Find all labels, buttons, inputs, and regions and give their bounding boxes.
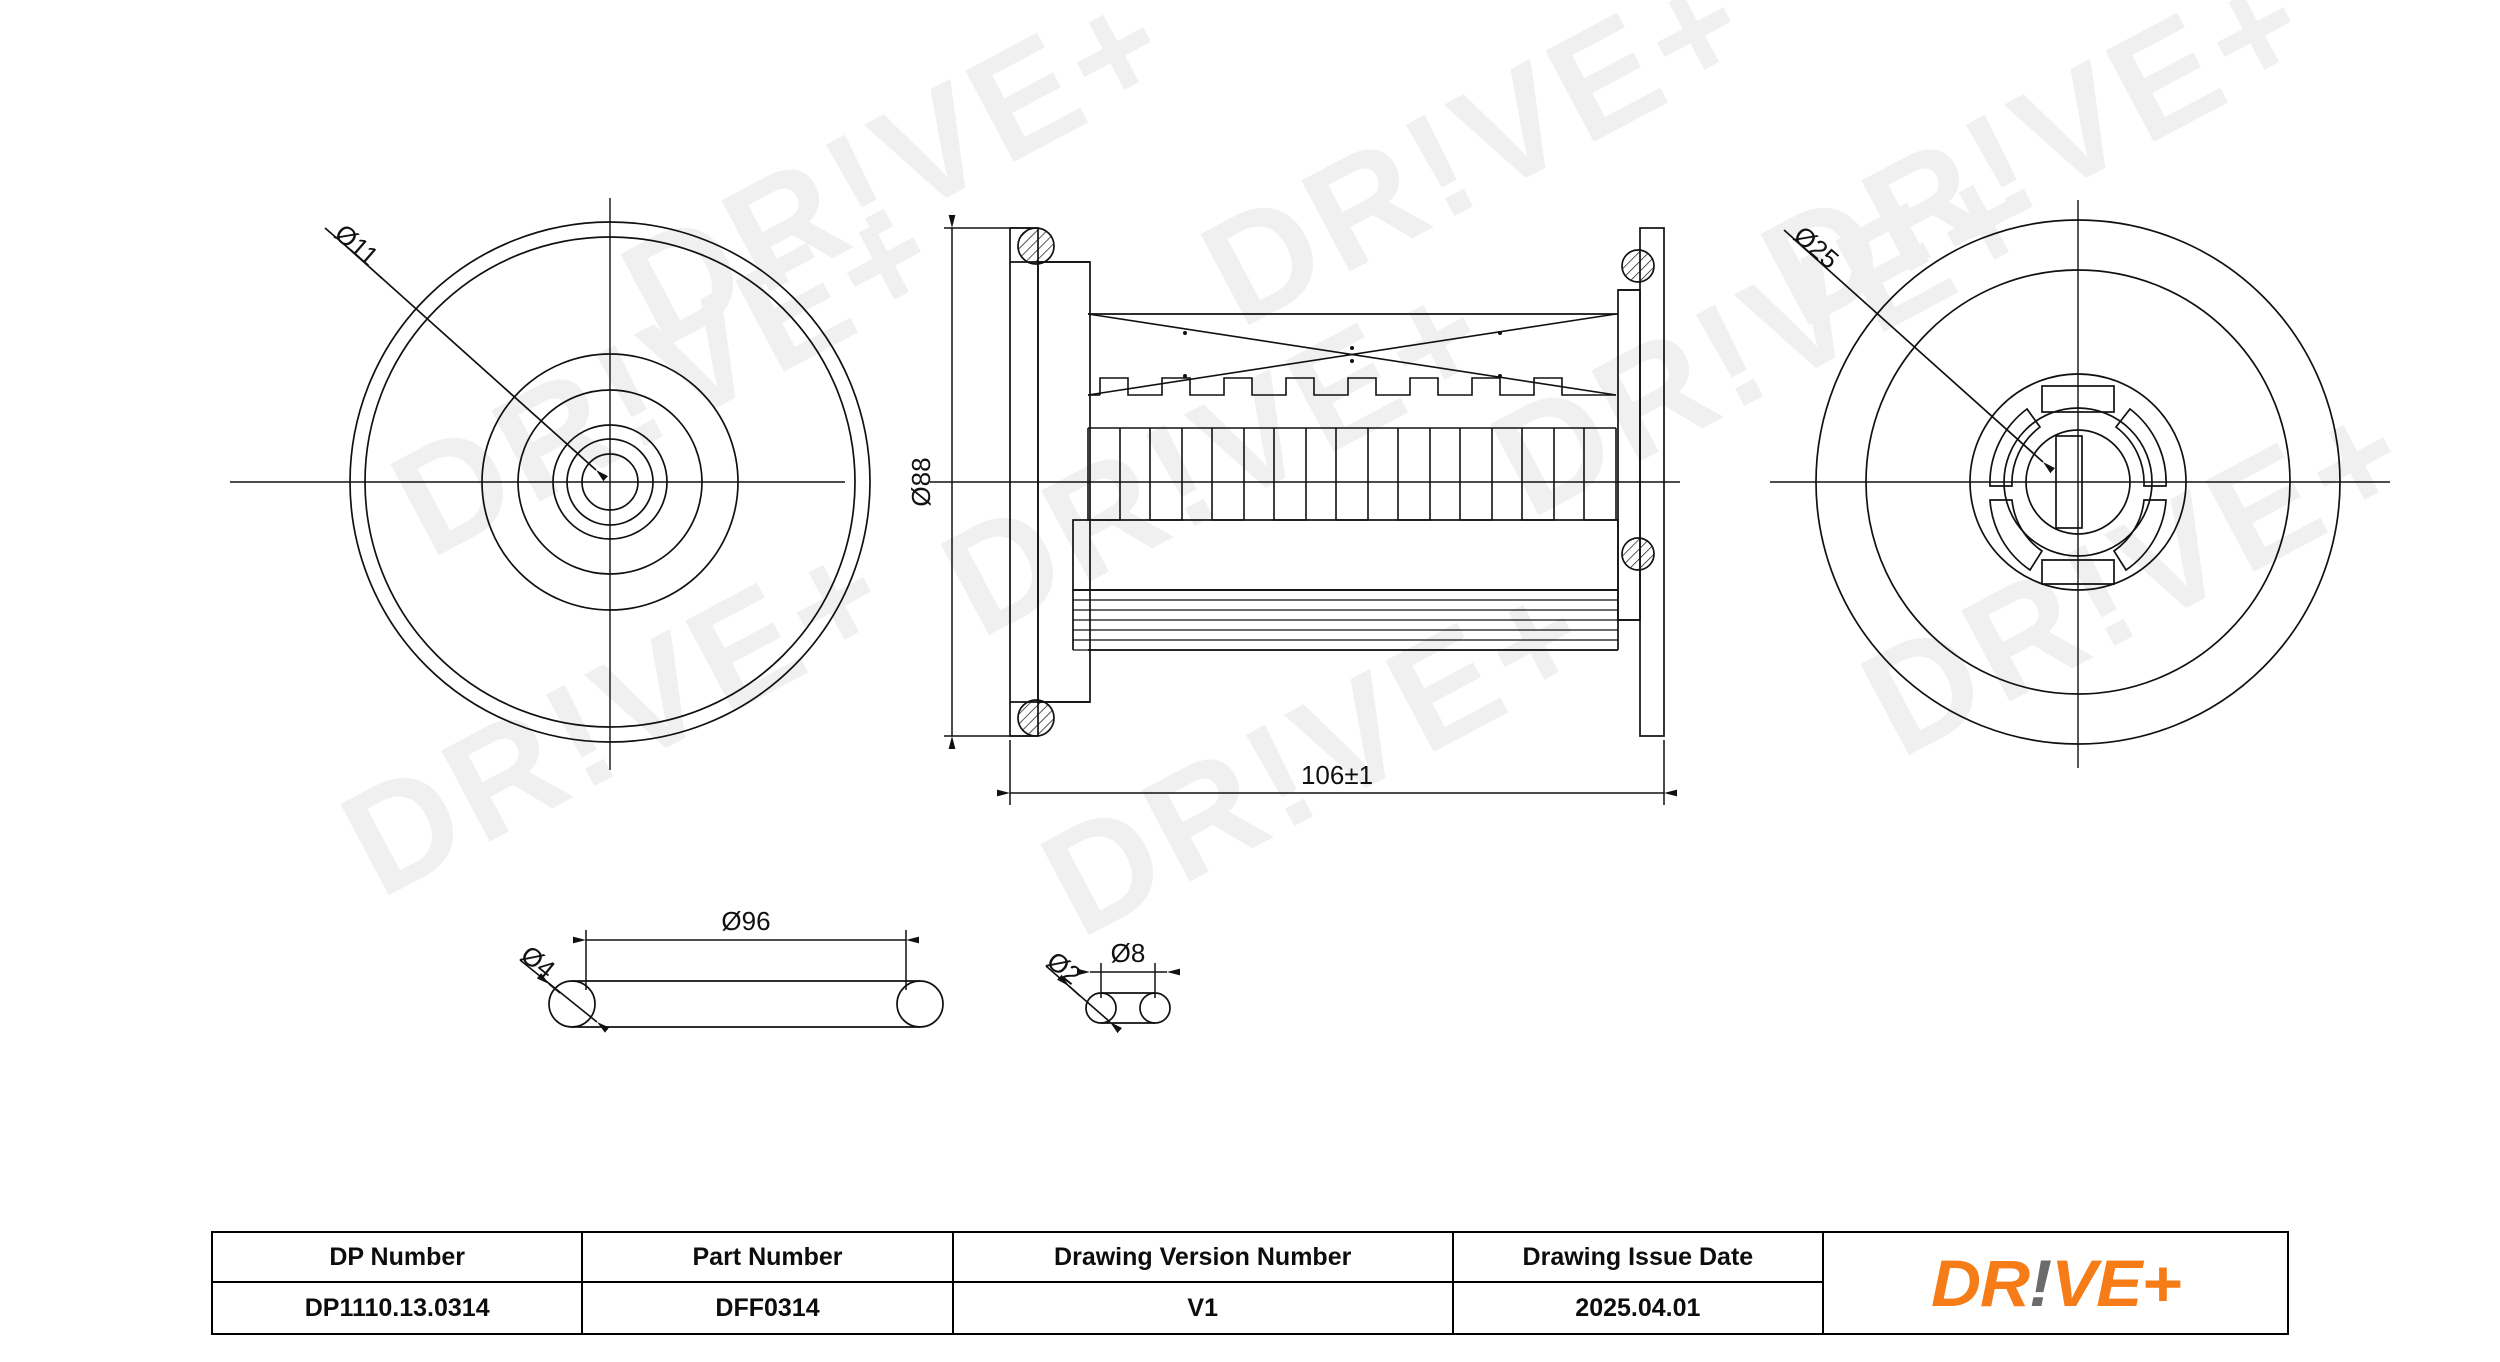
seal-left-top xyxy=(1017,227,1055,265)
drive-plus-logo: DR!VE+ xyxy=(1930,1246,2182,1320)
dim-d8: Ø8 xyxy=(1077,938,1180,998)
dim-d96: Ø96 xyxy=(573,906,919,990)
dim-label-d96: Ø96 xyxy=(721,906,770,936)
logo-exclamation-icon: ! xyxy=(2028,1246,2052,1320)
dim-label-d2: Ø2 xyxy=(1041,945,1087,990)
seal-left-bottom xyxy=(1017,699,1055,737)
left-hub-outer-circle xyxy=(481,353,739,611)
right-view-centerlines xyxy=(1770,200,2390,768)
large-o-ring-detail xyxy=(548,980,944,1028)
right-hub-outer-circle xyxy=(1969,373,2187,591)
dim-length-106: 106±1 xyxy=(997,740,1677,805)
dim-label-d88: Ø88 xyxy=(906,457,936,506)
arc-slot-upper-left xyxy=(1989,407,2042,487)
left-outer-circle xyxy=(349,221,871,743)
dim-label-d11: Ø11 xyxy=(329,218,384,272)
logo-prefix-text: DR xyxy=(1930,1246,2030,1320)
dim-d88: Ø88 xyxy=(906,215,1034,749)
left-outer-inner-circle xyxy=(364,236,856,728)
large-oring-right-cord xyxy=(896,980,944,1028)
title-block-header-dp-number: DP Number xyxy=(213,1233,584,1283)
arc-slot-lower-left xyxy=(1989,499,2044,572)
slot-top xyxy=(2055,435,2083,529)
lower-rib-lines xyxy=(1073,599,1618,651)
left-bore-inner-circle xyxy=(581,453,639,511)
small-o-ring-detail xyxy=(1085,992,1171,1024)
watermark-layer: DR!VE+ DR!VE+ DR!VE+ DR!VE+ DR!VE+ DR!VE… xyxy=(316,0,2436,968)
slot-top-rect xyxy=(2041,385,2115,413)
pleat-band-upper xyxy=(1088,377,1616,396)
title-block-header-drawing-version-number: Drawing Version Number xyxy=(953,1233,1454,1283)
left-end-face-view xyxy=(230,198,871,770)
longitudinal-section-view xyxy=(930,227,1680,737)
svg-text:DR!VE+: DR!VE+ xyxy=(1836,363,2436,788)
pleat-cross-hatch-upper xyxy=(1087,313,1617,396)
brand-logo-cell: DR!VE+ xyxy=(1824,1233,2287,1333)
arc-slot-lower-right xyxy=(2112,499,2167,572)
right-outer-inner-circle xyxy=(1865,269,2291,695)
title-block-value-part-number: DFF0314 xyxy=(583,1283,954,1333)
logo-suffix-text: VE+ xyxy=(2050,1246,2182,1320)
left-bore-outer-circle xyxy=(552,424,668,540)
right-hub-inner-circle xyxy=(2003,407,2153,557)
right-end-face-view xyxy=(1770,200,2390,768)
title-block-value-drawing-version-number: V1 xyxy=(954,1283,1454,1333)
svg-text:DR!VE+: DR!VE+ xyxy=(316,503,916,928)
title-block: DP Number Part Number Drawing Version Nu… xyxy=(211,1231,2289,1335)
left-bore-mid-circle xyxy=(566,438,654,526)
right-bore-circle xyxy=(2025,429,2131,535)
title-block-header-drawing-issue-date: Drawing Issue Date xyxy=(1453,1233,1825,1283)
right-endcap-outer xyxy=(1639,227,1665,737)
title-block-header-part-number: Part Number xyxy=(583,1233,954,1283)
dim-label-d4: Ø4 xyxy=(515,939,561,984)
left-hub-mid-circle xyxy=(517,389,703,575)
arc-slot-group xyxy=(1989,407,2167,585)
dim-label-106: 106±1 xyxy=(1301,760,1373,790)
seal-right-top xyxy=(1621,249,1655,283)
right-outer-circle xyxy=(1815,219,2341,745)
slot-bottom xyxy=(2041,559,2115,585)
pleat-cross-centerdots xyxy=(1183,331,1502,378)
seal-right-bottom xyxy=(1621,537,1655,571)
dim-label-d8: Ø8 xyxy=(1111,938,1146,968)
title-block-value-dp-number: DP1110.13.0314 xyxy=(213,1283,584,1333)
svg-text:DR!VE+: DR!VE+ xyxy=(1736,0,2336,358)
left-view-centerlines xyxy=(230,198,845,770)
arc-slot-upper-right xyxy=(2114,407,2167,487)
title-block-value-drawing-issue-date: 2025.04.01 xyxy=(1454,1283,1825,1333)
